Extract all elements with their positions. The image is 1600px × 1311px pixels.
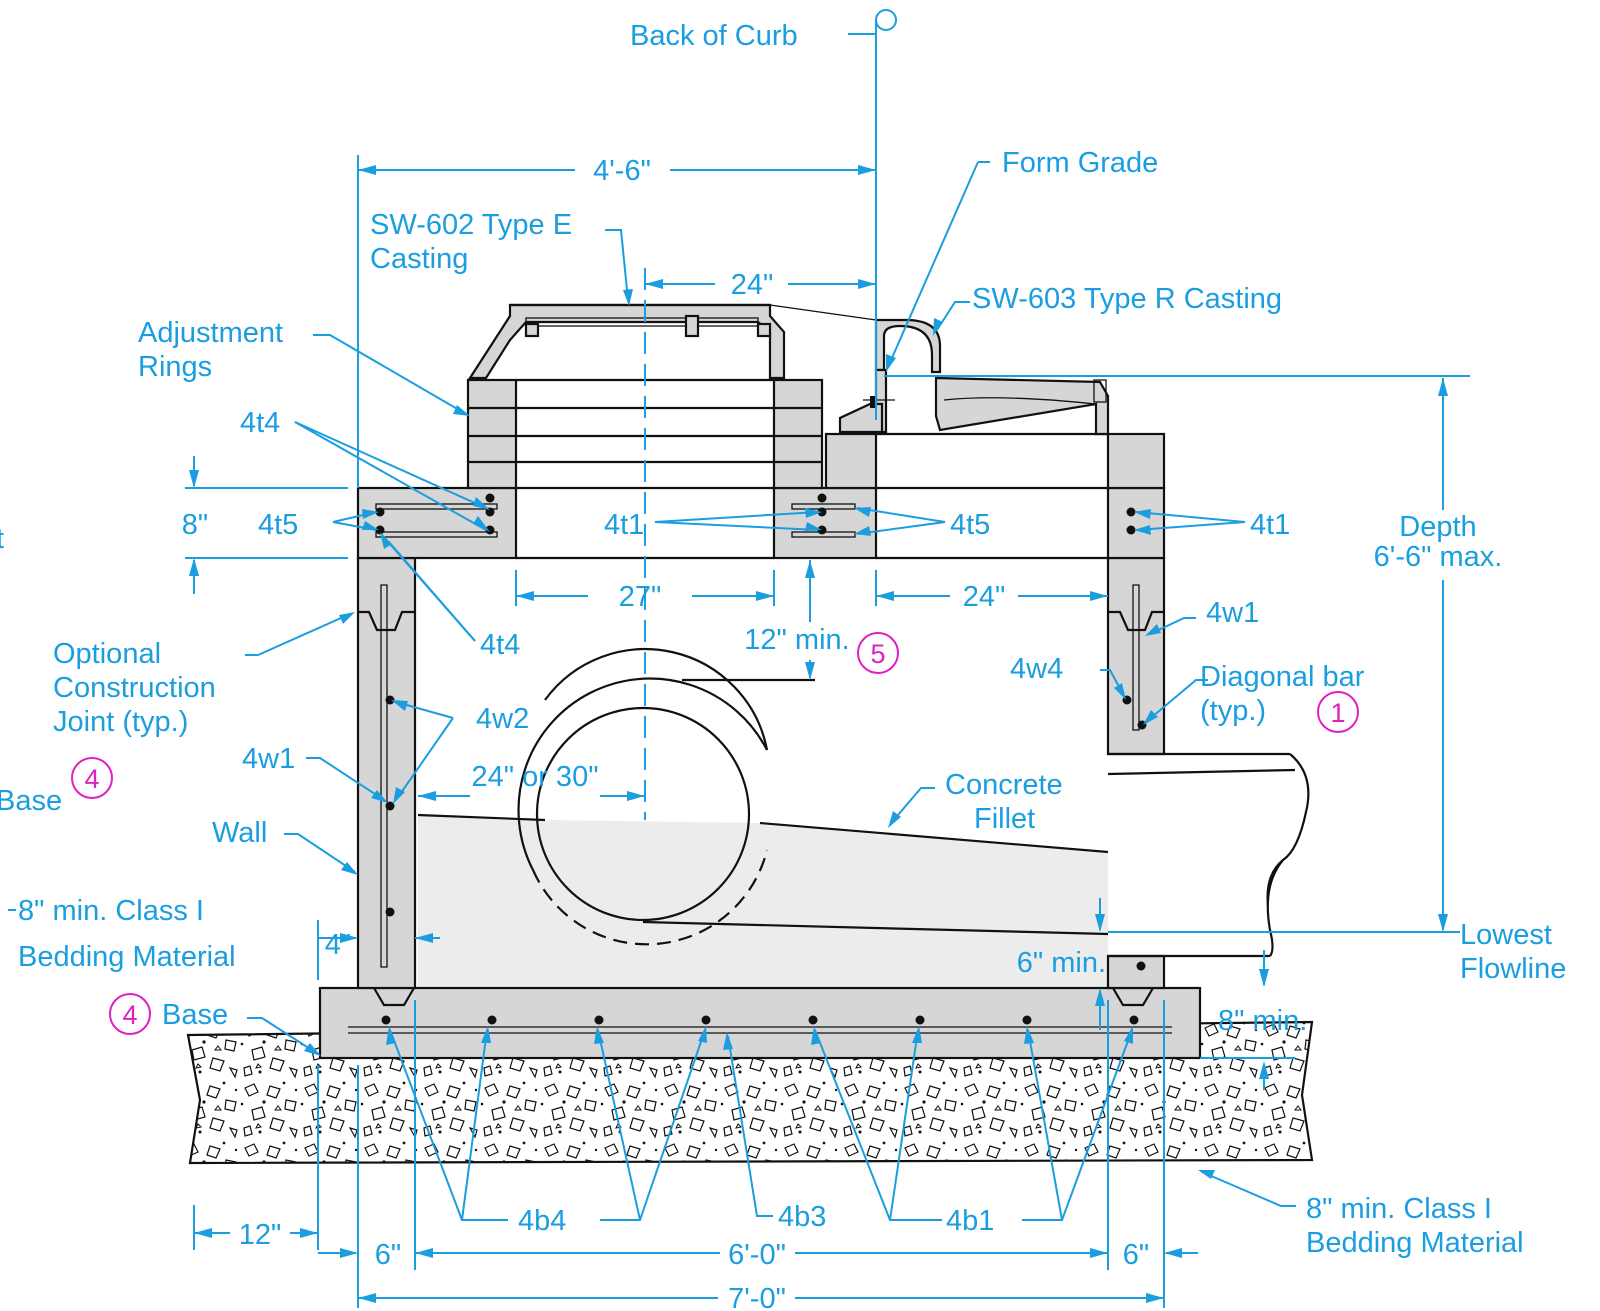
dim-slab-8: 8" bbox=[182, 509, 208, 541]
base-slab bbox=[318, 986, 1202, 1060]
sw603-casting bbox=[838, 318, 1110, 436]
label-sw603: SW-603 Type R Casting bbox=[972, 283, 1282, 315]
dim-open-27: 27" bbox=[619, 581, 662, 613]
label-optional-2: Construction bbox=[53, 672, 216, 704]
dim-top-width: 4'-6" bbox=[593, 155, 651, 187]
label-wall: Wall bbox=[212, 817, 267, 849]
label-cut-left: t bbox=[0, 523, 4, 555]
dim-min-6: 6" min. bbox=[1017, 947, 1106, 979]
bar-4b1: 4b1 bbox=[946, 1205, 994, 1237]
dim-min-8: 8" min. bbox=[1218, 1005, 1307, 1037]
dim-left-6: 6" bbox=[375, 1239, 401, 1271]
label-form-grade: Form Grade bbox=[1002, 147, 1158, 179]
right-wall bbox=[1106, 556, 1166, 756]
label-base-left: Base bbox=[0, 785, 62, 817]
bar-4w2: 4w2 bbox=[476, 703, 529, 735]
label-depth-2: 6'-6" max. bbox=[1374, 541, 1503, 573]
label-depth-1: Depth bbox=[1399, 511, 1476, 543]
bar-4w1-right: 4w1 bbox=[1206, 597, 1259, 629]
bar-4b4: 4b4 bbox=[518, 1205, 566, 1237]
label-bedding-right-2: Bedding Material bbox=[1306, 1227, 1524, 1259]
label-concrete-2: Fillet bbox=[974, 803, 1035, 835]
label-lowest-1: Lowest bbox=[1460, 919, 1552, 951]
note-4-base: 4 bbox=[122, 1000, 137, 1030]
dim-right-6: 6" bbox=[1123, 1239, 1149, 1271]
bar-4w1-left: 4w1 bbox=[242, 743, 295, 775]
label-back-of-curb: Back of Curb bbox=[630, 20, 798, 52]
outlet-pipe bbox=[1107, 752, 1310, 958]
label-diagonal-1: Diagonal bar bbox=[1200, 661, 1365, 693]
label-adjustment-1: Adjustment bbox=[138, 317, 283, 349]
bar-4t1-right: 4t1 bbox=[1250, 509, 1290, 541]
concrete-fillet bbox=[418, 815, 1108, 992]
label-sw602-1: SW-602 Type E bbox=[370, 209, 572, 241]
pipe-inner bbox=[535, 706, 751, 922]
annotation-labels: Back of Curb Form Grade SW-602 Type E Ca… bbox=[0, 20, 1566, 1259]
note-5: 5 bbox=[870, 639, 885, 669]
label-bedding-left-2: Bedding Material bbox=[18, 941, 236, 973]
right-wall-lower bbox=[1106, 954, 1166, 990]
sw602-casting bbox=[467, 303, 877, 380]
dim-open-24: 24" bbox=[963, 581, 1006, 613]
dim-ext-12: 12" bbox=[239, 1219, 282, 1251]
bar-4t4-low: 4t4 bbox=[480, 629, 520, 661]
dim-wall-4: 4" bbox=[325, 929, 351, 961]
bar-4w4: 4w4 bbox=[1010, 653, 1063, 685]
label-lowest-2: Flowline bbox=[1460, 953, 1566, 985]
dim-min-12: 12" min. bbox=[744, 624, 849, 656]
label-optional-3: Joint (typ.) bbox=[53, 706, 188, 738]
bar-4b3: 4b3 bbox=[778, 1201, 826, 1233]
label-bedding-right-1: 8" min. Class I bbox=[1306, 1193, 1492, 1225]
note-1: 1 bbox=[1330, 698, 1345, 728]
dim-pipe-size: 24" or 30" bbox=[471, 761, 598, 793]
label-sw602-2: Casting bbox=[370, 243, 468, 275]
label-adjustment-2: Rings bbox=[138, 351, 212, 383]
note-4-left: 4 bbox=[84, 764, 99, 794]
bar-4t4-top: 4t4 bbox=[240, 407, 280, 439]
dimension-labels: 4'-6" 24" 8" 27" 24" 12" min. 24" or 30"… bbox=[182, 155, 1307, 1311]
dim-inner-6-0: 6'-0" bbox=[728, 1239, 786, 1271]
label-base-main: Base bbox=[162, 999, 228, 1031]
label-bedding-left-1: 8" min. Class I bbox=[18, 895, 204, 927]
label-concrete-1: Concrete bbox=[945, 769, 1063, 801]
bar-4t5-left: 4t5 bbox=[258, 509, 298, 541]
rebar-dots bbox=[375, 493, 1147, 1025]
dimension-lines bbox=[8, 9, 1470, 1308]
bar-4t5-mid: 4t5 bbox=[950, 509, 990, 541]
rebar-labels: 4t4 4t5 4t1 4t5 4t1 4t4 4w1 4w4 4w2 4w1 … bbox=[240, 407, 1290, 1237]
dim-casting-24: 24" bbox=[731, 269, 774, 301]
note-circles: 5 1 4 4 bbox=[71, 632, 1359, 1035]
dim-total-7-0: 7'-0" bbox=[728, 1283, 786, 1311]
bar-4t1-mid: 4t1 bbox=[604, 509, 644, 541]
label-optional-1: Optional bbox=[53, 638, 161, 670]
top-slab-right bbox=[1106, 486, 1166, 560]
label-diagonal-2: (typ.) bbox=[1200, 695, 1266, 727]
